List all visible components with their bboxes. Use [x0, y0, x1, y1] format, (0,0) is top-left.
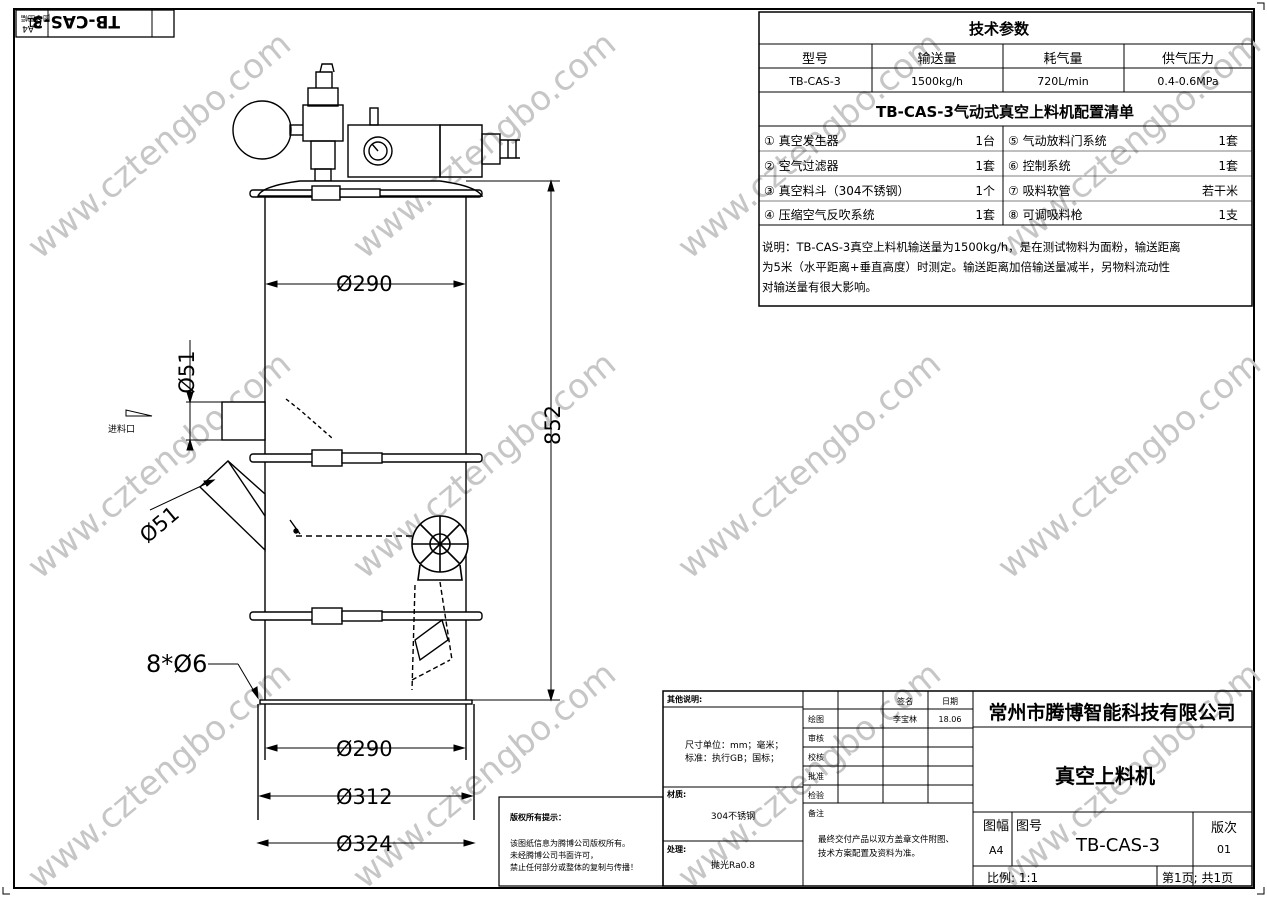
tb-draw-label: 绘图 [808, 714, 824, 724]
title-block [662, 690, 1253, 887]
config-qty-5: 1套 [1218, 134, 1238, 148]
tech-value-air: 720L/min [1037, 75, 1089, 88]
tech-header-capacity: 输送量 [917, 51, 956, 67]
tb-drawer: 李宝林 [893, 714, 917, 724]
watermark-8: www.cztengbo.com [990, 344, 1267, 587]
dim-inlet-angled: Ø51 [135, 502, 184, 548]
tech-header-model: 型号 [802, 52, 828, 67]
tb-process-label: 处理: [666, 844, 686, 854]
inlet-label: 进料口 [108, 423, 135, 435]
tb-version: 01 [1217, 843, 1231, 856]
tech-value-capacity: 1500kg/h [911, 75, 963, 88]
config-item-7: ⑦ 吸料软管 [1008, 183, 1071, 198]
tb-other-line-2: 标准：执行GB；国标； [685, 752, 779, 764]
dimension-lines [125, 179, 560, 847]
gauge [363, 136, 393, 166]
dim-height: 852 [541, 405, 565, 445]
config-item-2: ② 空气过滤器 [764, 158, 839, 173]
config-qty-3: 1个 [975, 184, 995, 198]
copyright-line-2: 未经腾博公司书面许可， [510, 850, 598, 860]
tb-check2: 校核 [808, 752, 824, 762]
tech-params-table: 技术参数 型号 输送量 耗气量 供气压力 TB-CAS-3 1500kg/h 7… [758, 11, 1253, 307]
config-qty-6: 1套 [1218, 159, 1238, 173]
vacuum-loader-drawing [198, 63, 520, 820]
config-item-1: ① 真空发生器 [764, 133, 839, 148]
config-qty-8: 1支 [1218, 208, 1238, 222]
sheet-frame [13, 8, 1255, 889]
tb-remark-label: 备注 [808, 808, 824, 818]
discharge-valve [411, 515, 469, 581]
tb-ver-label: 版次 [1211, 820, 1237, 836]
tb-approve: 批准 [808, 771, 824, 781]
config-qty-2: 1套 [975, 159, 995, 173]
dim-bottom-3: Ø324 [336, 832, 393, 856]
config-note-line-3: 对输送量有很大影响。 [762, 280, 877, 294]
tech-title: 技术参数 [969, 20, 1030, 38]
config-qty-4: 1套 [975, 208, 995, 222]
valve-body [302, 104, 344, 142]
tb-size: A4 [989, 844, 1004, 857]
watermark-6: www.cztengbo.com [345, 344, 624, 587]
config-item-6: ⑥ 控制系统 [1008, 159, 1071, 173]
config-item-5: ⑤ 气动放料门系统 [1008, 133, 1107, 148]
tb-drawing-no: TB-CAS-3 [1075, 835, 1160, 856]
tb-page: 第1页; 共1页 [1162, 871, 1233, 885]
tb-size-label: 图幅 [983, 819, 1009, 834]
tb-inspect: 检验 [808, 790, 824, 800]
tb-process: 抛光Ra0.8 [711, 859, 755, 871]
config-item-8: ⑧ 可调吸料枪 [1008, 207, 1083, 222]
tb-product: 真空上料机 [1055, 764, 1155, 788]
corner-size: A4 [22, 23, 34, 33]
tb-material: 304不锈钢 [711, 810, 755, 822]
copyright-box: 版权所有提示： 该图纸信息为腾博公司版权所有。 未经腾博公司书面许可， 禁止任何… [498, 796, 664, 887]
tb-material-label: 材质: [667, 789, 686, 799]
angled-pipe [198, 460, 266, 552]
corner-ver-caption: 版次 [48, 13, 50, 16]
tech-value-pressure: 0.4-0.6MPa [1157, 75, 1218, 88]
tech-header-pressure: 供气压力 [1162, 51, 1214, 67]
tb-date-header: 日期 [942, 697, 958, 706]
watermark-5: www.cztengbo.com [20, 344, 299, 587]
config-item-3: ③ 真空料斗（304不锈钢） [764, 184, 909, 198]
tb-check1: 审核 [808, 733, 824, 743]
tb-remark-line-2: 技术方案配置及资料为准。 [818, 848, 920, 859]
config-note-line-2: 为5米（水平距离+垂直高度）时测定。输送距离加倍输送量减半，另物料流动性 [762, 260, 1170, 274]
tb-other-label: 其他说明: [667, 694, 702, 704]
pressure-ball [232, 100, 292, 160]
tb-remark-line-1: 最终交付产品以双方盖章文件附图、 [818, 834, 954, 845]
corner-size-caption: 图幅 [21, 14, 35, 23]
inlet-pipe [221, 401, 266, 441]
tb-scale: 比例: 1:1 [987, 871, 1038, 885]
watermark-7: www.cztengbo.com [670, 344, 949, 587]
tb-company: 常州市腾博智能科技有限公司 [988, 701, 1235, 724]
dim-inlet-top: Ø51 [175, 350, 199, 393]
config-title: TB-CAS-3气动式真空上料机配置清单 [876, 103, 1134, 121]
tb-sign-header: 签名 [897, 696, 913, 706]
copyright-line-1: 该图纸信息为腾博公司版权所有。 [510, 838, 630, 848]
bottom-flange [259, 699, 473, 705]
corner-no-caption: 图号 [36, 14, 50, 22]
config-note-line-1: 说明：TB-CAS-3真空上料机输送量为1500kg/h，是在测试物料为面粉，输… [762, 240, 1181, 254]
tech-value-model: TB-CAS-3 [788, 75, 840, 88]
tech-header-air: 耗气量 [1043, 51, 1082, 67]
tb-other-line-1: 尺寸单位：mm；毫米； [685, 739, 784, 751]
dim-body-diameter: Ø290 [336, 272, 393, 296]
watermark-10: www.cztengbo.com [345, 654, 624, 897]
config-item-4: ④ 压缩空气反吹系统 [764, 207, 875, 222]
tb-no-label: 图号 [1016, 819, 1042, 834]
corner-version: 01 [27, 15, 42, 29]
config-qty-1: 1台 [975, 133, 995, 148]
title-block-text: 其他说明: 尺寸单位：mm；毫米； 标准：执行GB；国标； 材质: 304不锈钢… [666, 694, 1237, 885]
tb-draw-date: 18.06 [939, 715, 962, 724]
corner-stamp: 图幅 A4 图号 TB-CAS-3 版次 01 [15, 9, 175, 38]
dim-bottom-1: Ø290 [336, 737, 393, 761]
copyright-title: 版权所有提示： [509, 812, 566, 822]
config-qty-7: 若干米 [1202, 184, 1238, 198]
copyright-line-3: 禁止任何部分或整体的复制与传播！ [510, 862, 638, 872]
corner-drawing-no: TB-CAS-3 [32, 11, 120, 31]
dim-bottom-2: Ø312 [336, 785, 393, 809]
dim-holes: 8*Ø6 [146, 650, 207, 678]
vacuum-generator [347, 124, 441, 178]
